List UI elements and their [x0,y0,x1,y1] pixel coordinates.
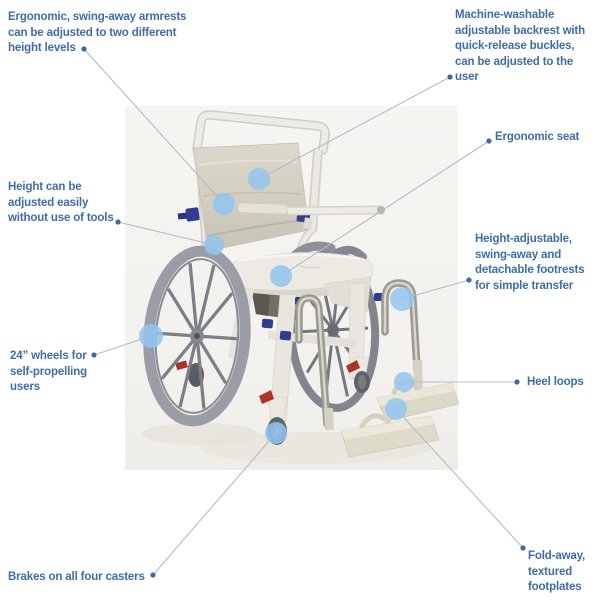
marker-brakes [265,422,287,444]
connector-lines [83,48,524,576]
dot-wheels [91,352,97,358]
label-footrests: Height-adjustable, swing-away and detach… [475,233,585,292]
label-brakes: Brakes on all four casters [8,571,145,583]
marker-height-adjust [204,235,224,255]
label-dots [81,46,526,578]
dot-footplates [520,545,526,551]
connector-line-backrest [258,76,451,180]
dot-footrests [466,277,472,283]
connector-line-footplates [395,408,524,549]
label-armrests: Ergonomic, swing-away armrests can be ad… [8,11,187,54]
marker-armrests [213,193,235,215]
label-seat: Ergonomic seat [495,131,580,143]
connector-line-armrests [83,48,225,205]
connector-line-seat [280,140,490,277]
marker-footrests [390,287,414,311]
label-wheels: 24” wheels for self-propelling users [10,350,87,393]
backrest-fabric [192,142,310,252]
label-footplates: Fold-away, textured footplates [528,550,586,593]
label-heel-loops: Heel loops [527,376,584,388]
dot-seat [486,138,492,144]
dot-heel-loops [514,379,520,385]
feature-markers [139,168,414,444]
dot-backrest [447,74,453,80]
label-height-adjust: Height can be adjusted easily without us… [8,181,114,224]
dot-armrests [81,46,87,52]
caster-front-right [346,356,370,393]
push-handle [192,110,330,155]
dot-brakes [150,572,156,578]
marker-heel-loops [394,372,414,392]
armrest [287,205,385,230]
dot-height-adjust [115,219,121,225]
footplates [324,360,460,458]
label-backrest: Machine-washable adjustable backrest wit… [455,9,585,83]
connector-line-brakes [152,432,277,576]
marker-seat [270,265,292,287]
connector-line-height-adjust [117,221,215,246]
marker-backrest [248,168,270,190]
marker-footplates [385,398,407,420]
marker-wheels [139,324,163,348]
